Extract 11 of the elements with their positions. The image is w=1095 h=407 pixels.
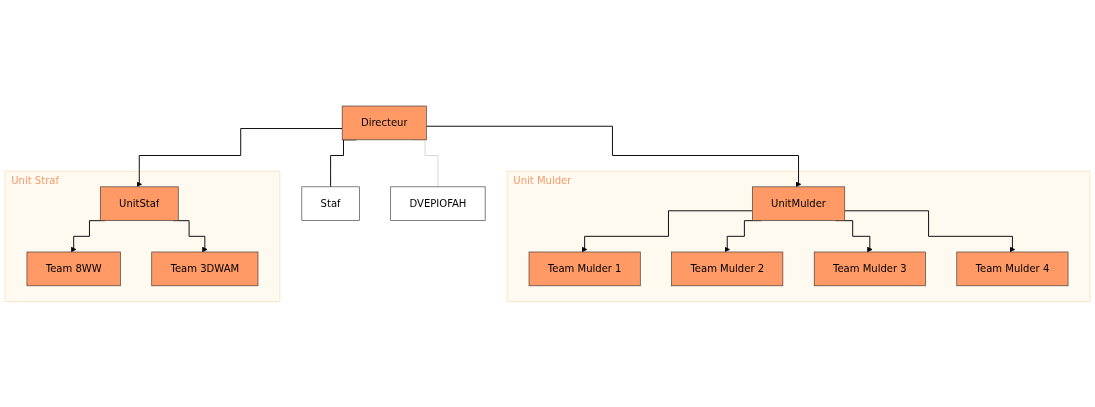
node-box: UnitMulder [752,186,846,221]
node-box: DVEPIOFAH [390,186,486,221]
node-box: Staf [301,186,360,221]
node-box: Team 8WW [26,251,121,286]
node-box: UnitStaf [99,186,179,221]
node-box: Team 3DWAM [151,251,259,286]
node-box: Team Mulder 4 [956,251,1069,286]
node-box: Team Mulder 2 [671,251,784,286]
node-box: Directeur [341,105,427,140]
node-box: Team Mulder 3 [813,251,926,286]
node-box: Team Mulder 1 [528,251,641,286]
